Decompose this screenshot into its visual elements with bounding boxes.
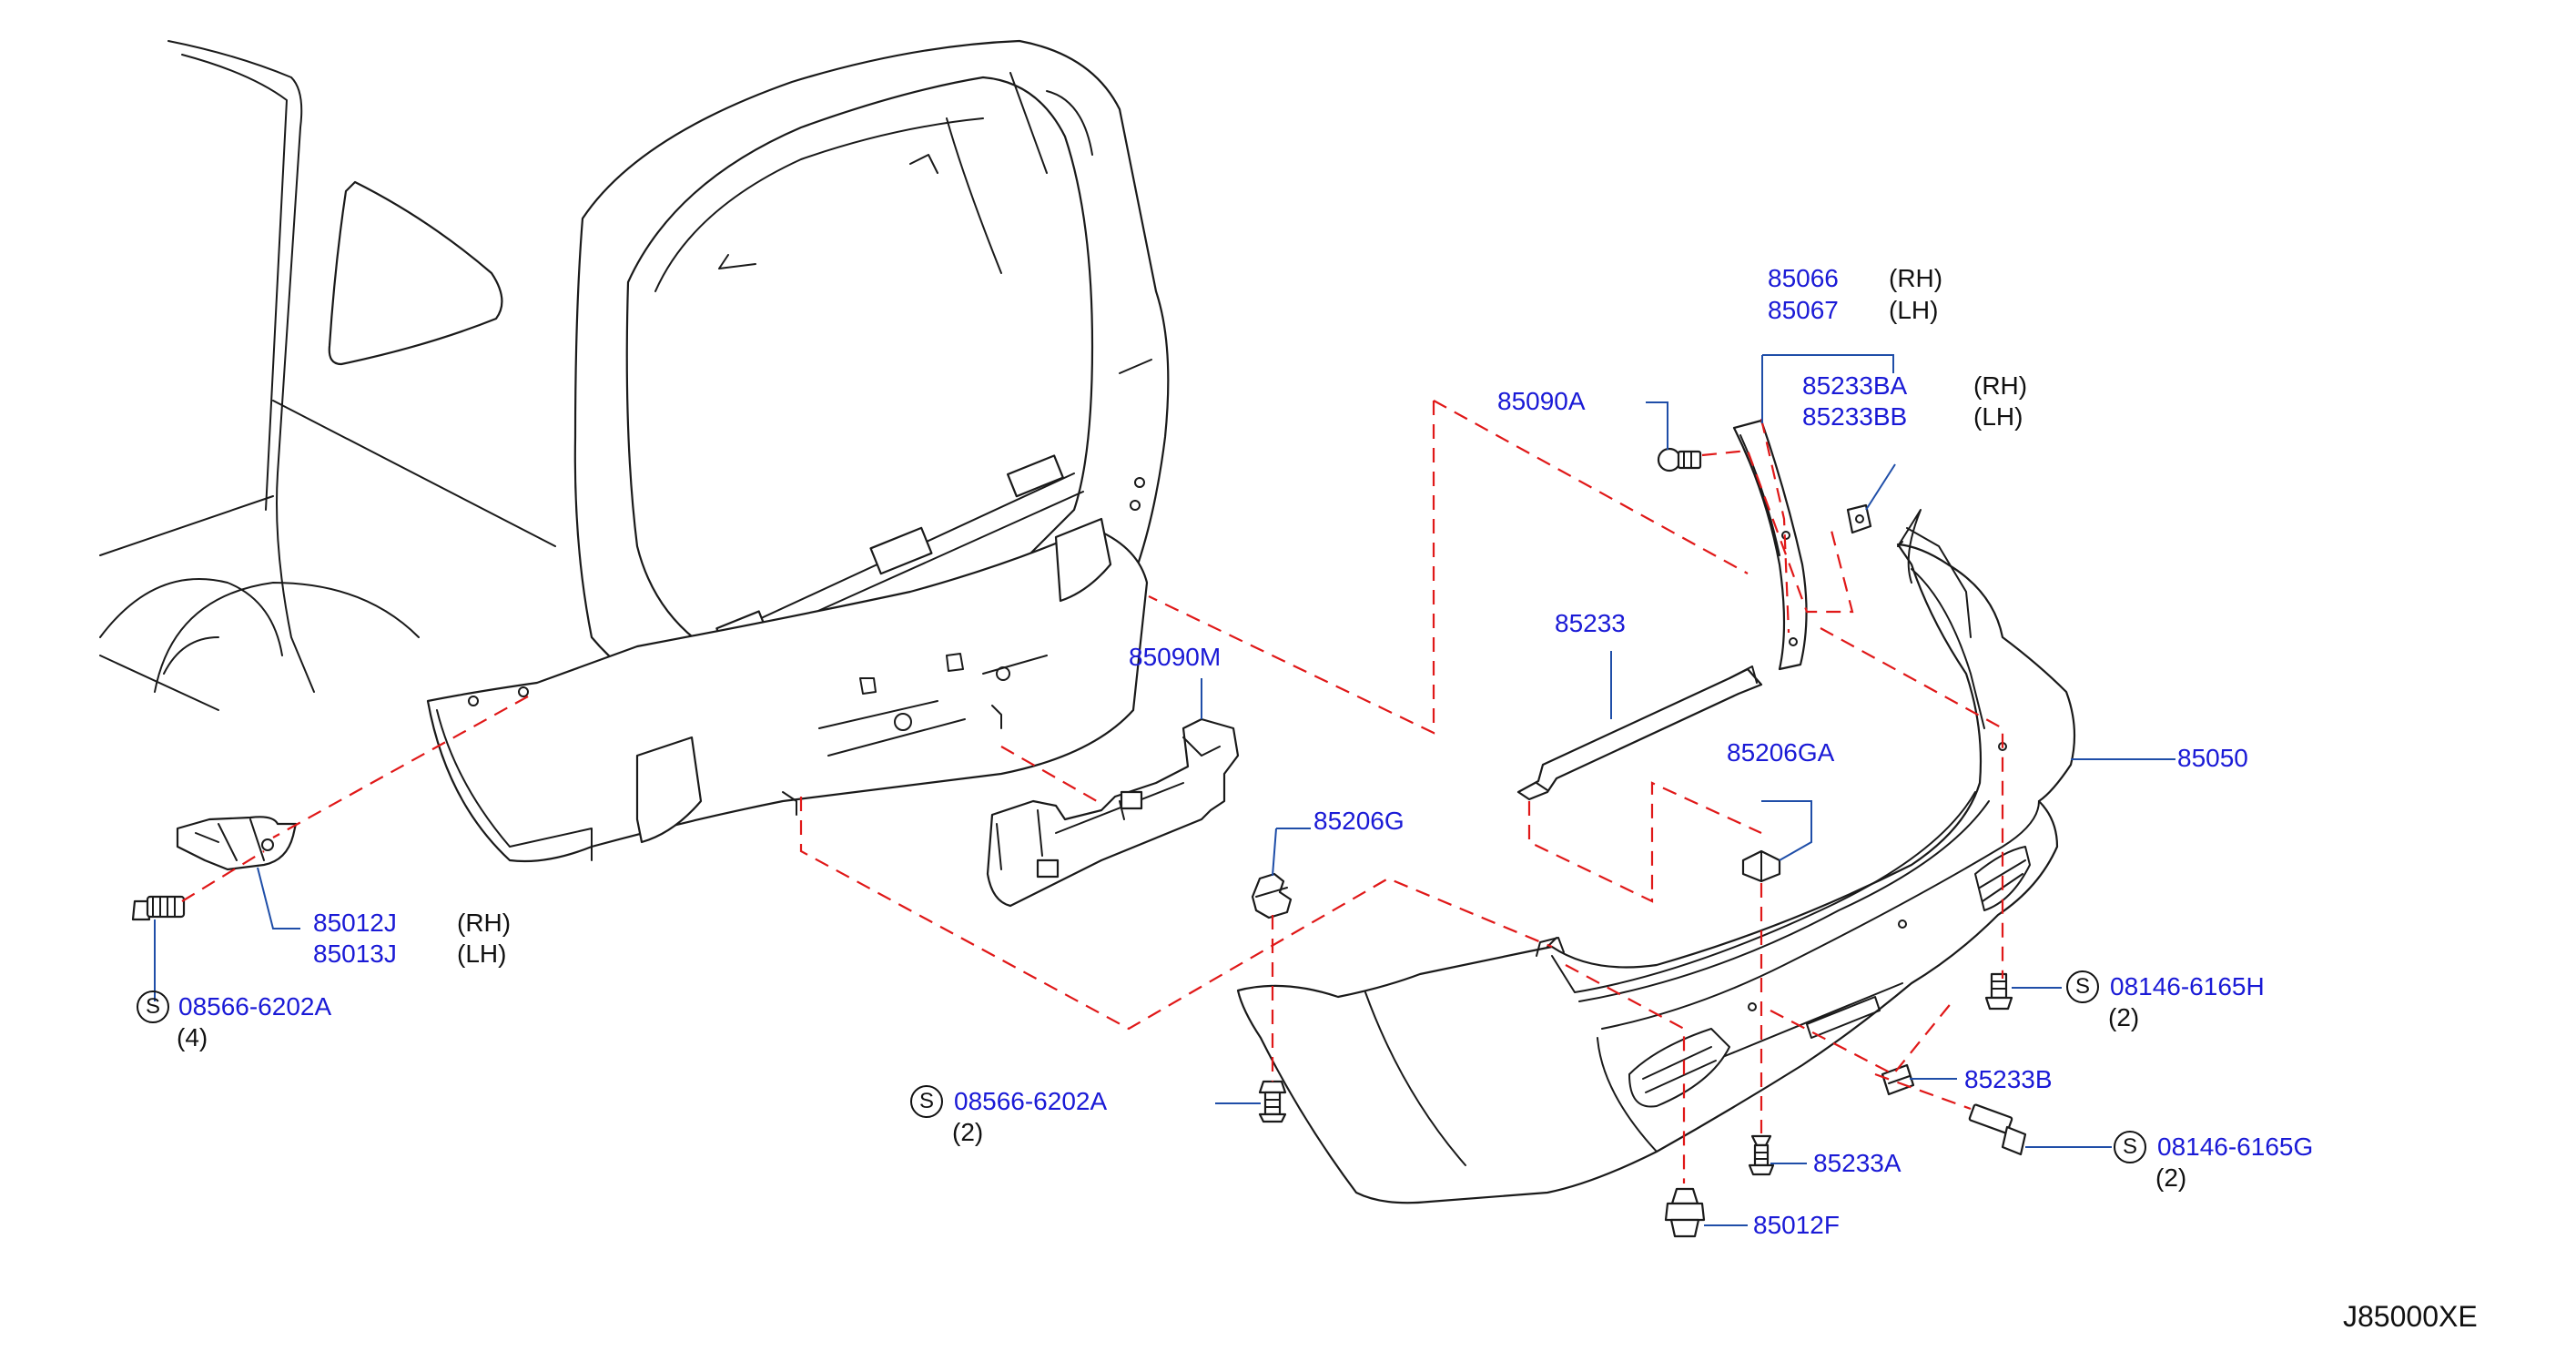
side-bracket-85012j: [176, 816, 298, 871]
screw-symbol-1: S: [137, 990, 169, 1023]
label-85050: 85050: [2177, 744, 2248, 772]
label-85067: 85067: [1768, 296, 1839, 324]
bolt-08146-6165g: [1968, 1103, 2027, 1156]
clip-85233b: [1881, 1063, 1915, 1096]
label-qty-4: (4): [177, 1023, 208, 1051]
label-85012j-rh: (RH): [457, 909, 512, 937]
label-85090a: 85090A: [1497, 387, 1586, 415]
label-08566-6202a-upper: 08566-6202A: [178, 992, 332, 1021]
callout-leaders: [154, 354, 2175, 1226]
label-85206ga: 85206GA: [1727, 738, 1835, 767]
screw-85233a: [1748, 1134, 1775, 1176]
label-08566-6202a-lower: 08566-6202A: [954, 1087, 1108, 1115]
label-85067-lh: (LH): [1889, 296, 1939, 324]
label-qty-2-c: (2): [2155, 1163, 2187, 1192]
label-85013j-lh: (LH): [457, 940, 507, 968]
label-85066: 85066: [1768, 264, 1839, 292]
screw-symbol-2: S: [910, 1085, 943, 1118]
diagram-code: J85000XE: [2343, 1300, 2478, 1333]
label-qty-2-b: (2): [2108, 1003, 2140, 1031]
label-85206g: 85206G: [1313, 807, 1405, 835]
screw-08146-6165h: [1984, 972, 2013, 1011]
screw-85090a: [1657, 447, 1702, 472]
screw-symbol-3: S: [2066, 970, 2099, 1003]
label-85233ba: 85233BA: [1802, 371, 1908, 400]
label-85233ba-rh: (RH): [1973, 371, 2028, 400]
screw-symbol-4: S: [2114, 1131, 2146, 1163]
label-85012j: 85012J: [313, 909, 397, 937]
upper-side-bracket-85066: [1732, 419, 1808, 671]
label-08146-6165h: 08146-6165H: [2110, 972, 2265, 1001]
bumper-stay-85233: [1516, 665, 1763, 801]
clip-85206g: [1251, 872, 1293, 919]
label-85090m: 85090M: [1129, 643, 1222, 671]
vehicle-rear-body: [99, 39, 1170, 863]
label-08146-6165g: 08146-6165G: [2157, 1133, 2314, 1161]
screw-08566-6202a-lower: [1258, 1080, 1287, 1123]
fasteners: [131, 447, 2027, 1238]
label-85012f: 85012F: [1753, 1211, 1840, 1239]
label-85233: 85233: [1555, 609, 1626, 637]
label-85013j: 85013J: [313, 940, 397, 968]
assembly-guide-lines: [181, 400, 2004, 1183]
energy-absorber-85090m: [986, 717, 1240, 908]
clip-85206ga: [1741, 849, 1781, 883]
clip-85012f: [1664, 1187, 1706, 1238]
label-85233bb: 85233BB: [1802, 402, 1908, 431]
bolt-08566-6202a-upper: [131, 895, 186, 921]
label-85233bb-lh: (LH): [1973, 402, 2023, 431]
label-85233a: 85233A: [1813, 1149, 1902, 1177]
rear-bumper-fascia-85050: [1236, 509, 2076, 1204]
label-qty-2-a: (2): [952, 1118, 984, 1146]
clip-85233ba: [1846, 503, 1872, 534]
label-85233b: 85233B: [1964, 1065, 2053, 1093]
label-85066-rh: (RH): [1889, 264, 1943, 292]
